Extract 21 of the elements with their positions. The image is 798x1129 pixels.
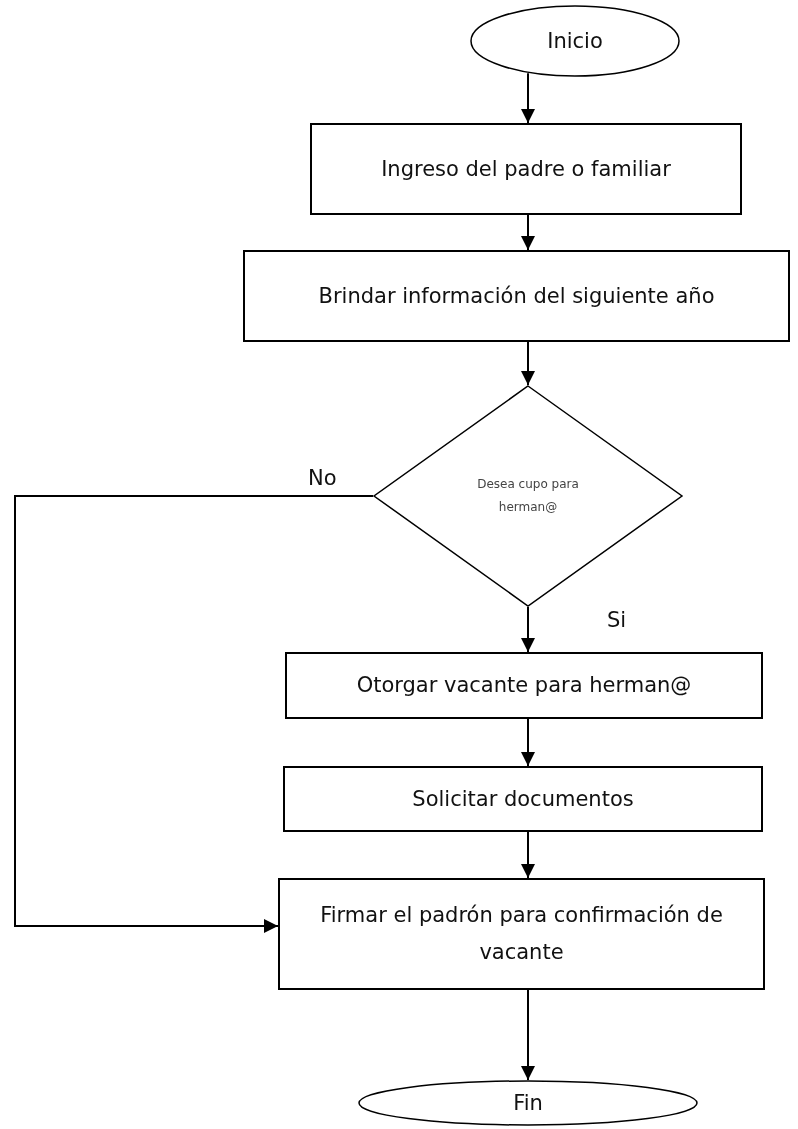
node-text: Ingreso del padre o familiar: [381, 155, 671, 183]
arrow: [14, 495, 374, 933]
arrow: [521, 72, 535, 124]
arrow: [521, 718, 535, 767]
arrow: [521, 831, 535, 879]
arrow: [521, 989, 535, 1081]
node-text: Solicitar documentos: [412, 785, 634, 813]
arrow: [521, 341, 535, 386]
node-text: Brindar información del siguiente año: [318, 282, 715, 310]
arrow: [521, 214, 535, 251]
arrow: [521, 606, 535, 653]
process-box: [285, 652, 763, 719]
process-box: [310, 123, 742, 215]
node-text: Inicio: [547, 27, 603, 55]
process-box: [283, 766, 763, 832]
node-text: Fin: [513, 1089, 543, 1117]
node-text: Otorgar vacante para herman@: [356, 672, 692, 700]
node-text: Firmar el padrón para confirmación de vacante: [319, 902, 724, 966]
process-box: [278, 878, 765, 990]
process-box: [243, 250, 790, 342]
node-text: Desea cupo para herman@: [476, 476, 580, 516]
